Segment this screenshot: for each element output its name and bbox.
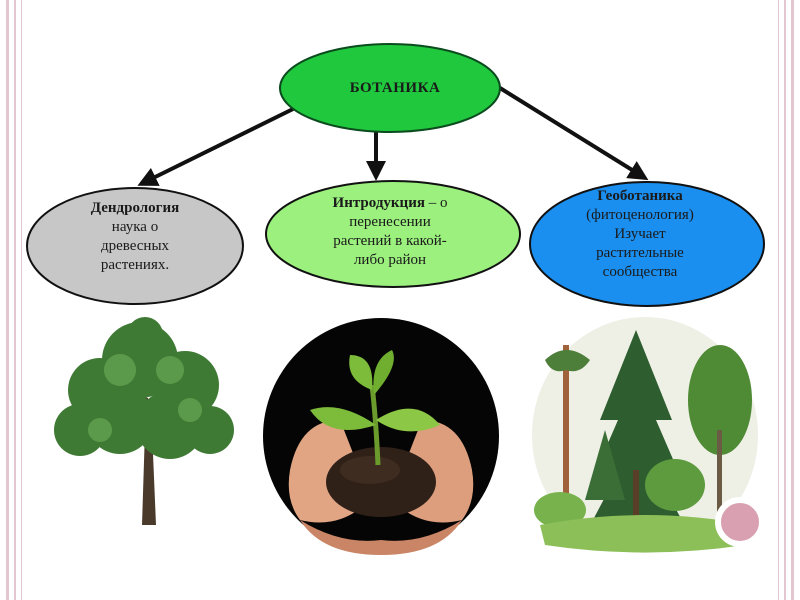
geobotany-line-1: (фитоценология) (540, 206, 740, 225)
arrow-to-geobotany (500, 88, 645, 178)
dendrology-term: Дендрология (91, 200, 180, 216)
dendrology-line-1: наука о (40, 218, 230, 237)
dendrology-line-3: растениях. (40, 256, 230, 275)
geobotany-node-text: Геоботаника (фитоценология) Изучает раст… (540, 187, 740, 282)
introduction-line-1: перенесении (270, 213, 510, 232)
geobotany-line-3: растительные (540, 244, 740, 263)
geobotany-line-4: сообщества (540, 263, 740, 282)
tree-icon (54, 317, 234, 525)
dendrology-node-text: Дендрология наука о древесных растениях. (40, 199, 230, 275)
pink-dot-icon (718, 500, 762, 544)
introduction-suffix: – о (425, 195, 448, 211)
introduction-line-2: растений в какой- (270, 232, 510, 251)
introduction-term: Интродукция (333, 195, 425, 211)
seedling-in-hands-icon (263, 318, 499, 555)
geobotany-term: Геоботаника (597, 188, 682, 204)
root-node-label: БОТАНИКА (290, 79, 500, 98)
dendrology-line-2: древесных (40, 237, 230, 256)
introduction-line-3: либо район (270, 251, 510, 270)
arrow-to-dendrology (141, 109, 293, 184)
geobotany-line-2: Изучает (540, 225, 740, 244)
introduction-node-text: Интродукция – о перенесении растений в к… (270, 194, 510, 270)
